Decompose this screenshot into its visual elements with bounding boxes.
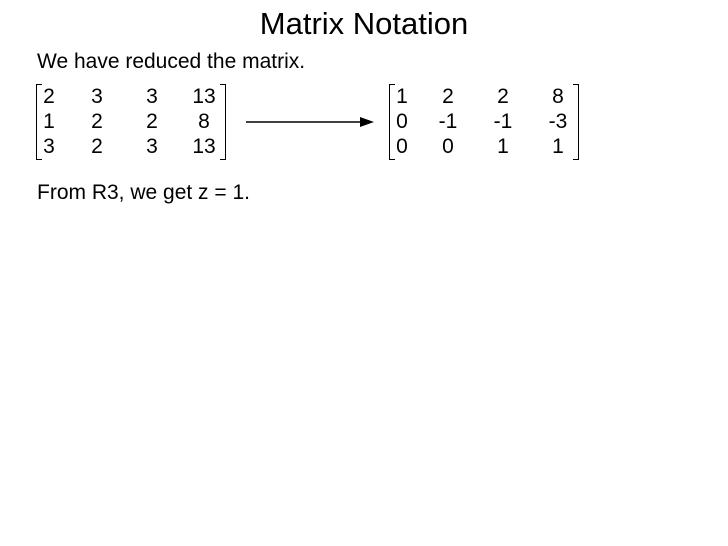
matrix-cell: 13 bbox=[192, 135, 216, 158]
matrix-cell: -1 bbox=[493, 110, 513, 133]
slide-title: Matrix Notation bbox=[259, 6, 469, 41]
right-bracket bbox=[220, 84, 226, 160]
right-bracket bbox=[573, 84, 579, 160]
matrix-cell: 3 bbox=[146, 85, 158, 108]
reduced-matrix: 1 2 2 8 0 -1 -1 -3 0 0 1 1 bbox=[389, 84, 579, 160]
matrix-cell: 2 bbox=[442, 85, 454, 108]
conclusion-text: From R3, we get z = 1. bbox=[37, 181, 250, 204]
matrix-cell: 0 bbox=[396, 135, 408, 158]
matrix-cell: 1 bbox=[552, 135, 564, 158]
matrix-cell: 3 bbox=[43, 135, 55, 158]
matrix-cell: 0 bbox=[442, 135, 454, 158]
intro-text: We have reduced the matrix. bbox=[37, 50, 306, 73]
original-matrix: 2 3 3 13 1 2 2 8 3 2 3 13 bbox=[36, 84, 226, 160]
matrix-cell: 2 bbox=[497, 85, 509, 108]
matrix-cell: 2 bbox=[91, 110, 103, 133]
matrix-cell: 13 bbox=[192, 85, 216, 108]
matrix-cell: 3 bbox=[91, 85, 103, 108]
matrix-cell: 8 bbox=[552, 85, 564, 108]
matrix-cell: 2 bbox=[91, 135, 103, 158]
matrix-cell: 1 bbox=[396, 85, 408, 108]
right-arrow-icon bbox=[246, 117, 374, 127]
matrix-cell: 1 bbox=[43, 110, 55, 133]
matrix-cell: 8 bbox=[198, 110, 210, 133]
left-bracket bbox=[389, 84, 395, 160]
matrix-cell: 3 bbox=[146, 135, 158, 158]
matrix-cell: -3 bbox=[548, 110, 568, 133]
matrix-cell: 2 bbox=[43, 85, 55, 108]
matrix-cell: 1 bbox=[497, 135, 509, 158]
left-bracket bbox=[36, 84, 42, 160]
matrix-cell: 2 bbox=[146, 110, 158, 133]
matrix-cell: -1 bbox=[438, 110, 458, 133]
matrix-cell: 0 bbox=[396, 110, 408, 133]
